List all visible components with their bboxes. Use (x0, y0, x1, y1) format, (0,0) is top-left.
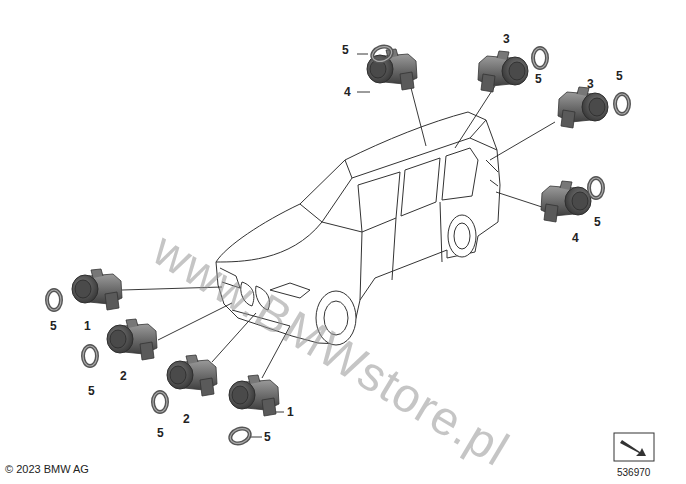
callout-number: 3 (503, 33, 510, 45)
callout-number: 5 (342, 44, 349, 56)
callout-number: 1 (287, 406, 294, 418)
callout-number: 5 (616, 70, 623, 82)
callout-number: 5 (594, 216, 601, 228)
callout-number: 1 (84, 320, 91, 332)
callout-number: 2 (183, 413, 190, 425)
callout-number: 5 (88, 385, 95, 397)
callout-number: 5 (535, 73, 542, 85)
callout-number: 5 (50, 320, 57, 332)
callout-number: 3 (587, 78, 594, 90)
callout-number: 2 (120, 370, 127, 382)
callout-number: 4 (572, 232, 579, 244)
callout-number: 4 (344, 86, 351, 98)
diagram-number: 536970 (617, 468, 650, 478)
callout-number: 5 (157, 427, 164, 439)
callout-number: 5 (264, 431, 271, 443)
copyright-note: © 2023 BMW AG (5, 464, 89, 475)
